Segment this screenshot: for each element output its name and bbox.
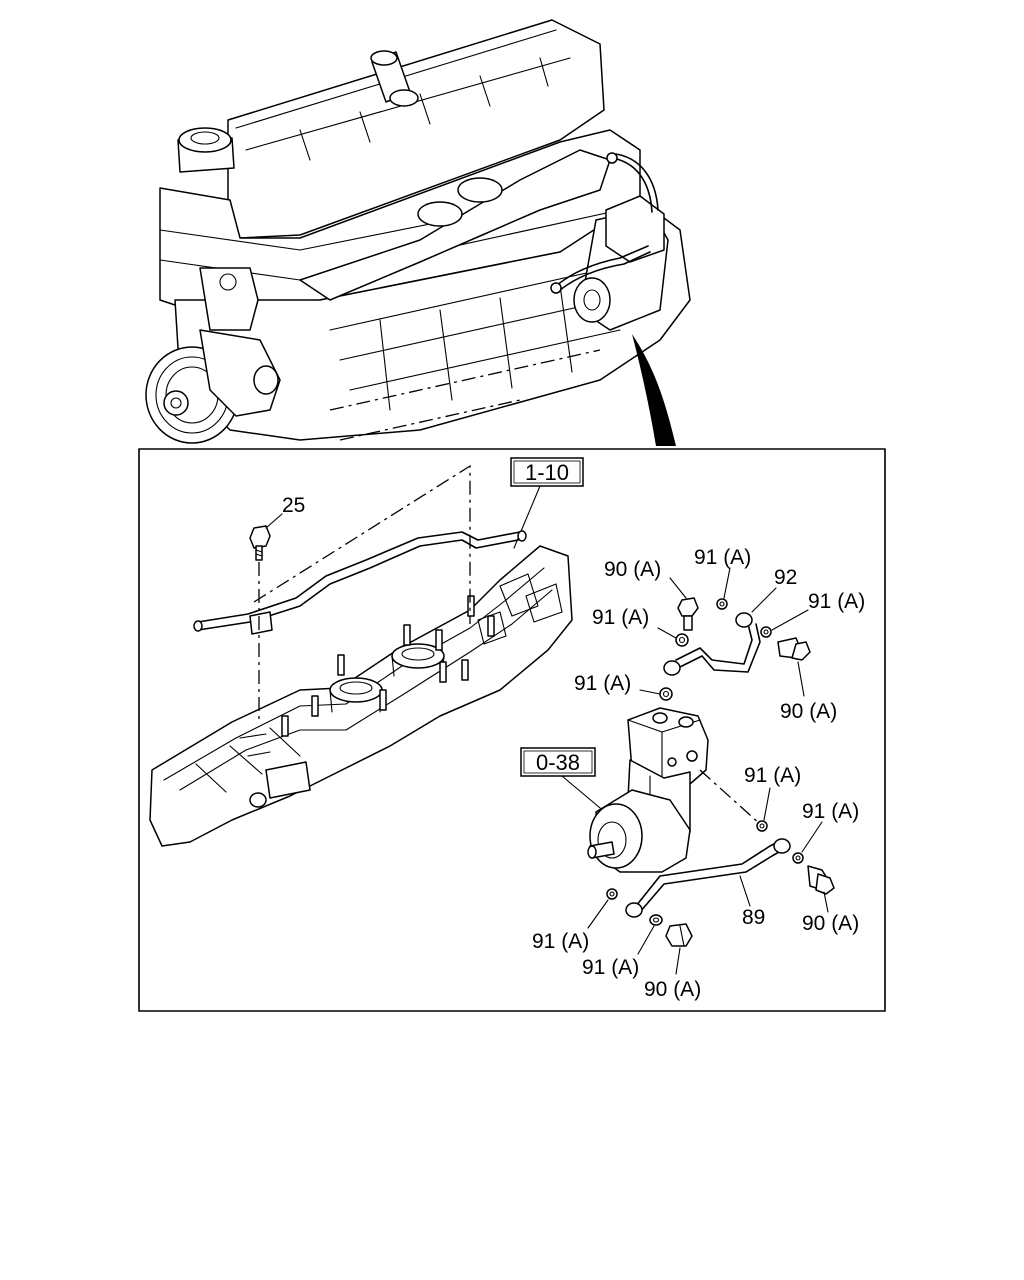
callout-91a-left-lower: 91 (A) [574, 672, 631, 695]
manifold-pipe [193, 530, 527, 635]
exhaust-manifold [149, 545, 573, 847]
callout-90a-right-lower: 90 (A) [802, 912, 859, 935]
fasteners [606, 597, 835, 947]
detail-frame [138, 448, 886, 1012]
callout-89: 89 [742, 906, 765, 929]
callout-90a-upper-left: 90 (A) [604, 558, 661, 581]
detail-pointer [632, 334, 676, 446]
oil-filler-cap [177, 127, 235, 173]
callout-90a-bottom: 90 (A) [644, 978, 701, 1001]
engine-overview [145, 19, 691, 446]
cylinder-block [174, 199, 691, 441]
callout-92: 92 [774, 566, 797, 589]
callout-25: 25 [282, 494, 305, 517]
callout-91a-bottom-mid: 91 (A) [582, 956, 639, 979]
callout-91a-top: 91 (A) [694, 546, 751, 569]
bolt-25: 25 [249, 494, 305, 561]
ref-label-compressor: 0-38 [536, 750, 580, 775]
engine-air-compressor [550, 152, 669, 331]
callout-91a-compressor: 91 (A) [744, 764, 801, 787]
callouts: 90 (A) 91 (A) 91 (A) 91 (A) 91 (A) 90 (A… [532, 546, 865, 1001]
callout-91a-left-mid: 91 (A) [592, 606, 649, 629]
callout-90a-right-upper: 90 (A) [780, 700, 837, 723]
alignment-line-pipe [253, 464, 471, 624]
ref-box-manifold: 1-10 [510, 457, 584, 549]
pipe-92: 92 [663, 566, 797, 676]
breather-elbow [370, 50, 419, 107]
callout-91a-right-lower: 91 (A) [802, 800, 859, 823]
ref-label-manifold: 1-10 [525, 460, 569, 485]
callout-91a-right-upper: 91 (A) [808, 590, 865, 613]
callout-91a-bottom-left: 91 (A) [532, 930, 589, 953]
pipe-89: 89 [625, 838, 791, 929]
ref-box-compressor: 0-38 [520, 747, 613, 819]
air-compressor [587, 707, 761, 873]
